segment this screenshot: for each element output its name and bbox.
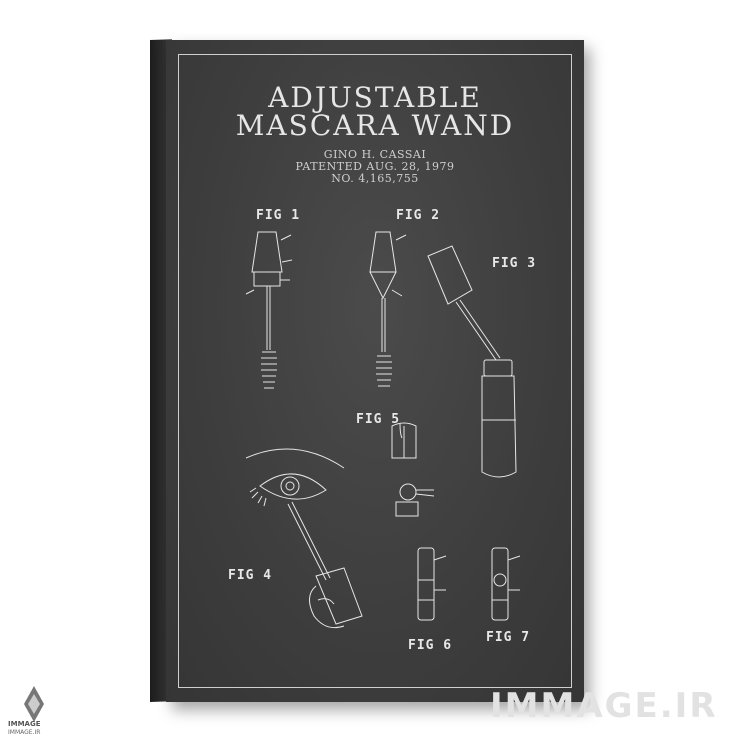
fig3-label: FIG 3 <box>492 256 537 271</box>
fig1-label: FIG 1 <box>256 208 301 223</box>
fig1-drawing <box>245 231 293 389</box>
patent-number: NO. 4,165,755 <box>331 172 419 185</box>
fig6-label: FIG 6 <box>408 638 453 653</box>
fig4-drawing <box>245 448 363 629</box>
logo-caption: IMMAGE <box>8 720 41 728</box>
fig7-drawing <box>491 547 521 621</box>
patent-canvas-print: ADJUSTABLE MASCARA WAND GINO H. CASSAI P… <box>166 40 584 702</box>
poster-border <box>178 54 572 688</box>
fig4-label: FIG 4 <box>228 568 273 583</box>
watermark-text: IMMAGE.IR <box>490 686 718 726</box>
fig7-label: FIG 7 <box>486 630 531 645</box>
inventor-name: GINO H. CASSAI <box>323 148 427 161</box>
fig5-label: FIG 5 <box>356 412 401 427</box>
fig2-drawing <box>369 231 407 387</box>
fig6-drawing <box>417 547 447 621</box>
logo-url: IMMAGE.IR <box>8 729 41 736</box>
patent-date: PATENTED AUG. 28, 1979 <box>295 160 455 173</box>
fig2-label: FIG 2 <box>396 208 441 223</box>
immage-logo-icon <box>24 686 44 722</box>
patent-drawings <box>245 231 521 629</box>
fig5-drawing <box>391 422 435 517</box>
poster-title-line2: MASCARA WAND <box>235 109 515 142</box>
fig3-drawing <box>427 245 517 478</box>
poster-title-line1: ADJUSTABLE <box>268 81 482 114</box>
